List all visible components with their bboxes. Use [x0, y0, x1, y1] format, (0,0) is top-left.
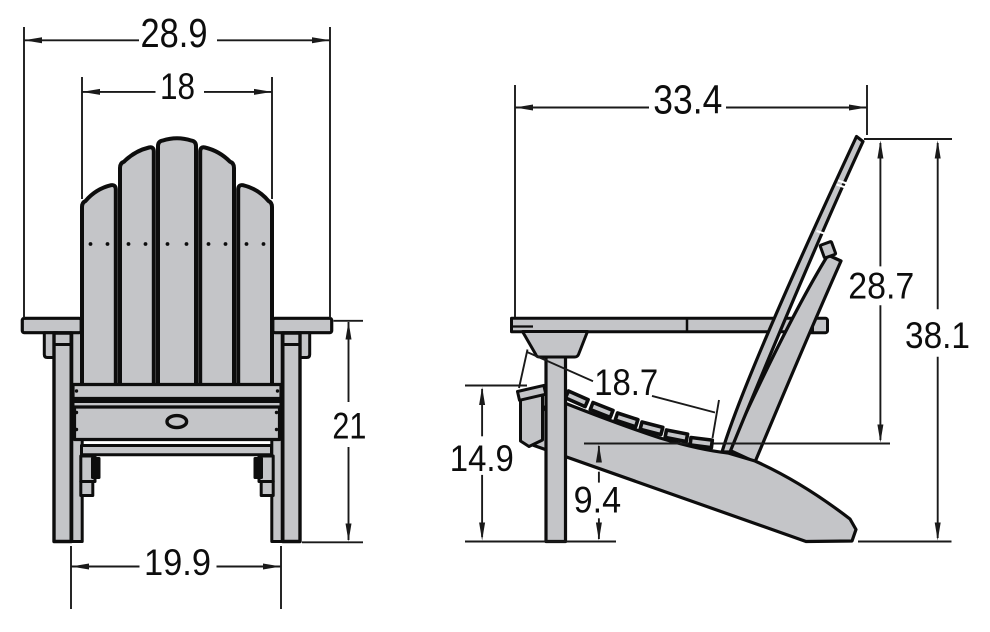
svg-text:18: 18 — [160, 66, 195, 107]
svg-text:19.9: 19.9 — [144, 542, 211, 583]
svg-text:18.7: 18.7 — [594, 362, 658, 403]
svg-text:28.7: 28.7 — [848, 266, 914, 307]
svg-text:9.4: 9.4 — [574, 480, 622, 521]
svg-text:33.4: 33.4 — [653, 77, 722, 123]
svg-text:14.9: 14.9 — [450, 438, 514, 479]
svg-text:38.1: 38.1 — [905, 315, 970, 356]
svg-text:28.9: 28.9 — [141, 10, 208, 56]
svg-text:21: 21 — [332, 406, 366, 447]
